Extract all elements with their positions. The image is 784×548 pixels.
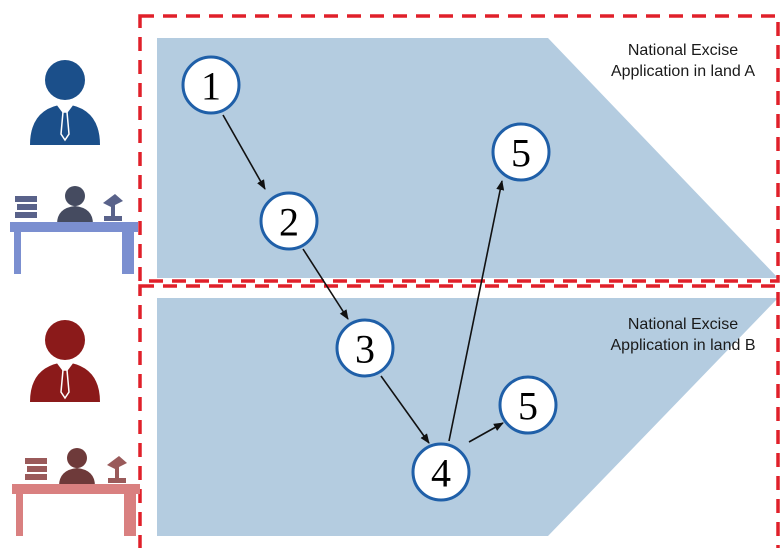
edge-4-5b xyxy=(468,422,504,443)
edge-4-5a xyxy=(448,180,505,442)
zone-b-label-line1: National Excise xyxy=(627,316,739,333)
step-node-2: 2 xyxy=(259,191,319,251)
step-node-3-label: 3 xyxy=(355,327,375,372)
zone-b-label-line2: Application in land B xyxy=(610,337,756,354)
zone-b-border xyxy=(138,284,780,548)
zone-a-label: National Excise Application in land A xyxy=(578,40,784,82)
edge-1-2 xyxy=(222,114,266,190)
step-node-2-label: 2 xyxy=(279,200,299,245)
step-node-1: 1 xyxy=(181,55,241,115)
zone-a-label-line2: Application in land A xyxy=(610,63,756,80)
zone-b-label: National Excise Application in land B xyxy=(578,314,784,356)
step-node-3: 3 xyxy=(335,318,395,378)
user-icon xyxy=(30,60,100,145)
edge-2-3 xyxy=(302,248,349,320)
step-node-4: 4 xyxy=(411,442,471,502)
desk-officer-icon xyxy=(12,448,140,536)
zone-a-label-line1: National Excise xyxy=(627,42,739,59)
step-node-5-land-b-label: 5 xyxy=(518,384,538,429)
edge-3-4 xyxy=(380,375,430,444)
step-node-5-land-a: 5 xyxy=(491,122,551,182)
desk-officer-icon xyxy=(10,186,138,274)
step-node-4-label: 4 xyxy=(431,451,451,496)
step-node-1-label: 1 xyxy=(201,64,221,109)
zone-b-shape xyxy=(157,298,778,536)
step-node-5-land-b: 5 xyxy=(498,375,558,435)
zone-a-border xyxy=(138,14,780,283)
step-node-5-land-a-label: 5 xyxy=(511,131,531,176)
user-icon xyxy=(30,320,100,402)
